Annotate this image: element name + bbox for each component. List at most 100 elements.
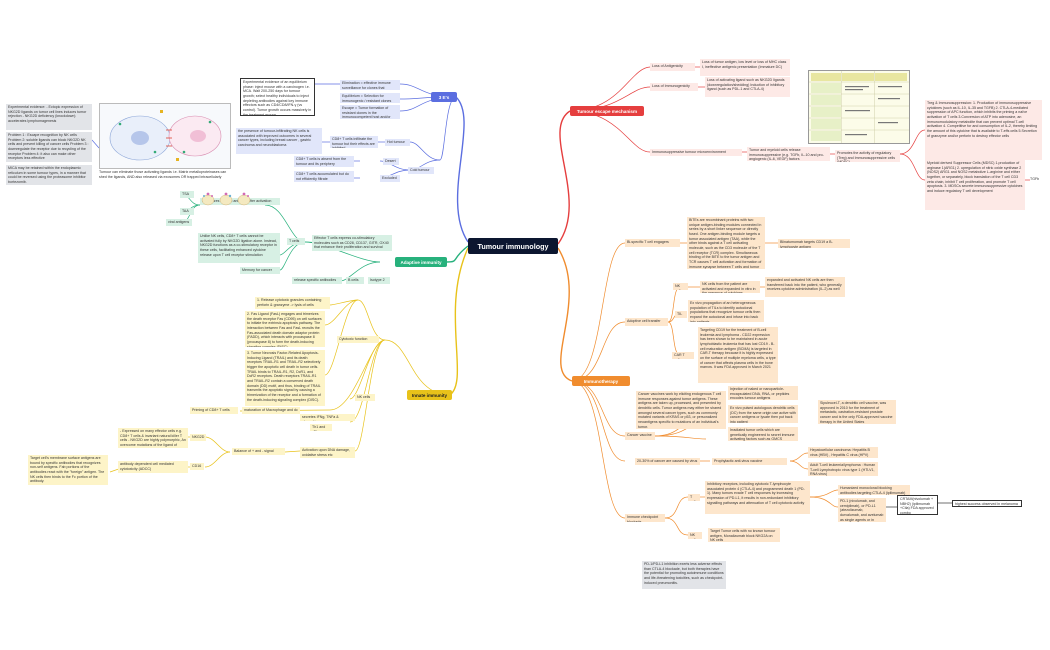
checkpoint-nk-cell[interactable]: NK cell — [688, 532, 702, 539]
bispecific-t-cell-engagers[interactable]: Bi-specific T cell engagers — [625, 239, 680, 247]
cytotoxic-function[interactable]: Cytotoxic function — [337, 336, 379, 343]
connector-immunotherapy — [557, 247, 573, 382]
central-topic[interactable]: Tumour immunology — [468, 238, 558, 254]
nk-cell-desc-2: expanded and activated NK cells are then… — [765, 277, 845, 297]
connector-innate — [449, 247, 469, 396]
car-t-desc: Targeting CD19 for the treatment of B-ce… — [698, 327, 778, 383]
connector-adaptive — [445, 245, 469, 263]
cytotoxic-fn-3: 3. Tumor Necrosis Factor-Related Apoptos… — [245, 350, 325, 406]
promotes-treg-mdsc: Promotes the activity of regulatory (Tre… — [835, 150, 900, 162]
release-antibodies: release specific antibodies — [292, 277, 342, 284]
equilibrium-evidence: Experimental evidence of an equilibrium … — [240, 78, 315, 116]
branch-innate-immunity[interactable]: Innate immunity — [407, 390, 452, 400]
cytotoxic-fn-2: 2. Fas Ligand (FasL) engages and trimeri… — [245, 311, 325, 347]
vaccine-desc: Cancer vaccines work by eliciting endoge… — [636, 391, 726, 429]
virus-caused-cancer[interactable]: 20-30% of cancer are caused by virus — [635, 458, 700, 465]
experimental-evidence-nkg2d: Experimental evidence: - Ectopic express… — [6, 104, 92, 130]
nkg2d-problems: Problem 1 : Escape recognition by NK cel… — [6, 132, 92, 162]
mdsc-mechanisms: Myeloid derived Suppressor Cells (MDSC) … — [925, 160, 1025, 210]
isotype-2: Isotype 2 — [368, 277, 390, 284]
til-desc: Ex vivo propagation of an heterogeneous … — [688, 300, 764, 322]
blinatumomab: Blinatumomab targets CD19 a B-lymphocyte… — [778, 239, 850, 248]
pd1-pdl1-antibodies: PD-1 (nivolumab, and cemiplimab), or PD-… — [838, 498, 886, 522]
secretes-cytokines: secretes IFNg, TNFa & chemokine — [300, 414, 355, 421]
nk-tumour-interaction-icon — [109, 110, 222, 161]
unlike-nk-cells: Unlike NK cells, CD8+ T cells cannot be … — [198, 233, 280, 263]
cold-tumour[interactable]: Cold tumour — [408, 167, 434, 174]
vaccine-irradiated: Irradiated tumor cells which are genetic… — [728, 427, 798, 441]
antigen-illustration — [200, 188, 260, 210]
loss-antigenicity[interactable]: Loss of Antigenicity — [650, 63, 695, 71]
branch-immunotherapy[interactable]: Immunotherapy — [572, 376, 630, 386]
equilibrium-phase[interactable]: Equilibrium = Selection for immunogenic … — [340, 93, 400, 103]
loss-antigenicity-desc: Loss of tumor antigen, low level or loss… — [700, 59, 790, 76]
ligand-shedding-note: Tumour can eliminate those activating li… — [99, 170, 227, 179]
tgfb-label: TGFb — [1030, 177, 1040, 181]
cancer-vaccine[interactable]: Cancer vaccine — [625, 432, 655, 440]
cytotoxic-fn-1: 1. Release cytotoxic granules containing… — [255, 297, 330, 309]
adoptive-cell-transfer[interactable]: Adoptive cell transfer — [625, 318, 668, 326]
atl-virus: Adult T-cell leukemia/lymphoma : Human T… — [808, 462, 878, 476]
branch-3es[interactable]: 3 E's — [431, 92, 457, 102]
combo-therapy: CRTAM(nivolumab + NBH2) (ipilimumab +Ctl… — [897, 495, 938, 515]
nk-cell-desc: NK cells from the patient are activated … — [700, 281, 760, 293]
excluded-tumour[interactable]: Excluded — [380, 175, 400, 182]
priming-cd8: Priming of CD8+ T cells — [190, 407, 238, 414]
immunosuppressive-microenvironment[interactable]: Immunosuppressive tumour microenvironmen… — [650, 149, 742, 156]
nkg2d-desc: - Expressed on many effector cells e.g. … — [118, 428, 188, 448]
cd16[interactable]: CD16 — [190, 463, 204, 470]
loss-immunogenicity[interactable]: Loss of Immunogenicity — [650, 83, 698, 91]
viral-antigens: viral antigens — [166, 219, 192, 226]
excluded-desc: CD8+ T cells accumulated but do not effi… — [294, 171, 354, 182]
hcc-viruses: Hepatocellular carcinoma: Hepatitis B vi… — [808, 447, 878, 458]
act-til[interactable]: TIL — [675, 311, 687, 318]
treg-immunosuppression: Treg & Immunosuppression: 1. Production … — [925, 100, 1042, 160]
activation-dna-damage: Activation upon DNA damage, oxidative st… — [300, 447, 355, 458]
act-car-t[interactable]: CAR T cells — [672, 352, 694, 359]
nkg2d-ligand-illustration — [99, 103, 231, 169]
antigen-taa: TAA — [180, 208, 194, 215]
branch-adaptive-immunity[interactable]: Adaptive immunity — [395, 257, 447, 267]
antigen-tsa: TSA — [180, 191, 194, 198]
escape-phase[interactable]: Escape = Tumor formation of resistant cl… — [340, 105, 400, 119]
hot-tumour-desc: CD8+ T cells infiltrate the tumour but t… — [330, 136, 378, 148]
balance-signal[interactable]: Balance of + and - signal — [232, 448, 285, 455]
adcc-target-desc: Target cell's membrane surface antigens … — [28, 455, 108, 485]
melanoma-success: highest success observed in melanoma — [952, 500, 1022, 507]
adaptive-t-cells[interactable]: T cells — [287, 238, 305, 245]
nk-cell-target-desc: Target Tumor cells with no known tumour … — [708, 528, 780, 542]
mica-retention: MICA may be retained within the endoplas… — [6, 165, 92, 185]
immune-checkpoint-blockade[interactable]: Immune checkpoint blockade — [625, 514, 665, 522]
connector-3es — [455, 96, 469, 243]
checkpoint-t-cell[interactable]: T cell — [688, 494, 700, 501]
loss-immunogenicity-desc: Loss of activating ligand such as NKG2D … — [705, 77, 790, 97]
connector-escape — [557, 110, 571, 245]
elimination-phase[interactable]: Elimination = effective immune surveilla… — [340, 80, 400, 90]
escape-summary-table — [808, 70, 910, 144]
desert-tumour[interactable]: Desert — [383, 158, 399, 165]
maturation-macrophage: maturation of Macrophage and dc — [242, 407, 300, 414]
cd16-desc: antibody dependent cell mediated cytotox… — [118, 461, 188, 473]
ctla4-antibodies: Humanized monoclonal blocking antibodies… — [838, 485, 910, 495]
cell-antigen-icons — [201, 192, 251, 206]
th1-ctl: Th1 and cTL — [310, 424, 332, 431]
sipuleucel-t: Sipuleucel-T, a dendritic cell vaccine, … — [818, 400, 896, 424]
hot-tumour-evidence: the presence of tumour-infiltrating NK c… — [236, 128, 322, 154]
prophylactic-vaccine[interactable]: Prophylactic anti-virus vaccine — [712, 458, 787, 465]
memory-for-cancer: Memory for cancer — [240, 267, 280, 274]
effector-t-cells-desc: Effector T cells express co-stimulatory … — [312, 235, 392, 251]
desert-desc: CD8+ T cells is absent from the tumour a… — [294, 156, 354, 167]
microenvironment-desc: Tumor and myeloid cells release immunosu… — [747, 147, 830, 161]
vaccine-dendritic: Ex vivo pulsed autologous dendritic cell… — [728, 405, 798, 423]
checkpoint-note: PD-1/PD-L1 inhibition exerts less advers… — [642, 561, 726, 589]
act-nk-cells[interactable]: NK cells — [673, 283, 688, 290]
bite-description: BiTEs are recombinant proteins with two … — [687, 217, 765, 269]
adaptive-b-cells[interactable]: B cells — [346, 277, 364, 284]
t-cell-inhibitory-desc: Inhibitory receptors, including cytotoxi… — [705, 481, 810, 514]
innate-nk-cells[interactable]: NK cells — [355, 394, 375, 401]
hot-tumour[interactable]: Hot tumour — [385, 139, 410, 146]
branch-tumour-escape[interactable]: Tumour escape mechanism — [570, 106, 644, 116]
nkg2d[interactable]: NKG2D — [190, 434, 206, 441]
table-illustration — [809, 71, 909, 143]
vaccine-dna-rna: Injection of naked or nanoparticle-encap… — [728, 386, 798, 400]
